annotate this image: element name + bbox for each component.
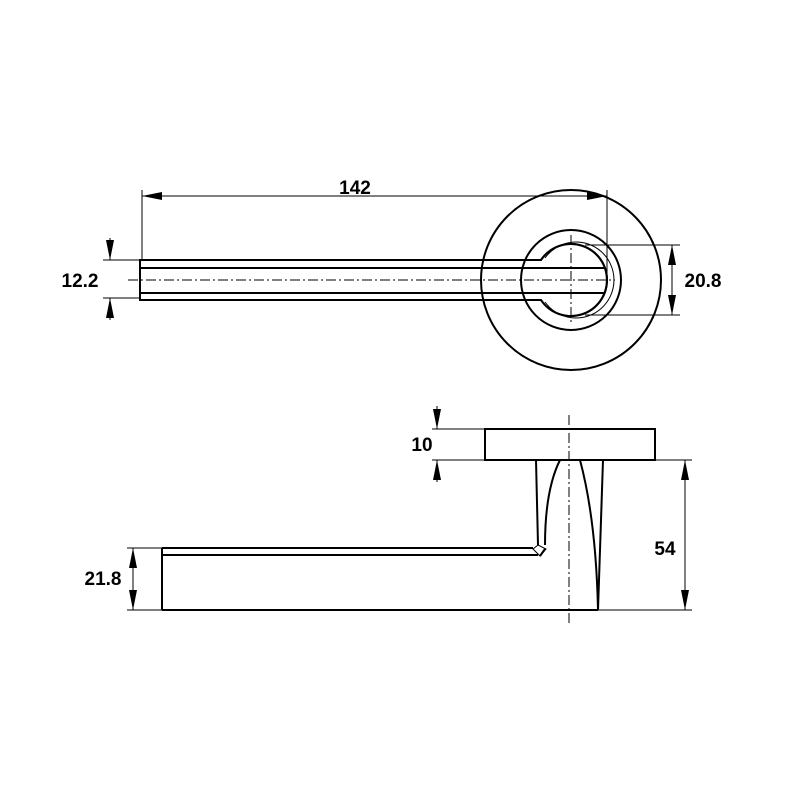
dimension-12-2: 12.2 xyxy=(62,238,140,320)
dimension-label-20-8: 20.8 xyxy=(685,271,722,292)
dimension-label-12-2: 12.2 xyxy=(62,271,99,292)
rose-side xyxy=(484,428,656,461)
dimension-label-142: 142 xyxy=(339,178,371,199)
dimension-142: 142 xyxy=(141,178,608,280)
lever-top-view xyxy=(139,241,615,319)
lever-side xyxy=(161,547,598,611)
dimension-label-10: 10 xyxy=(411,435,432,456)
side-view: 10 54 21.8 xyxy=(85,406,692,625)
dimension-label-54: 54 xyxy=(654,539,676,560)
top-view: 142 12.2 20.8 xyxy=(62,178,722,371)
dimension-20-8: 20.8 xyxy=(585,244,722,316)
dimension-54: 54 xyxy=(598,459,692,611)
rose-outer-circle xyxy=(480,189,662,371)
dimension-21-8: 21.8 xyxy=(85,547,162,611)
dimension-10: 10 xyxy=(411,406,536,482)
dimension-label-21-8: 21.8 xyxy=(85,569,122,590)
centerline xyxy=(128,235,615,325)
lever-neck xyxy=(532,459,604,611)
